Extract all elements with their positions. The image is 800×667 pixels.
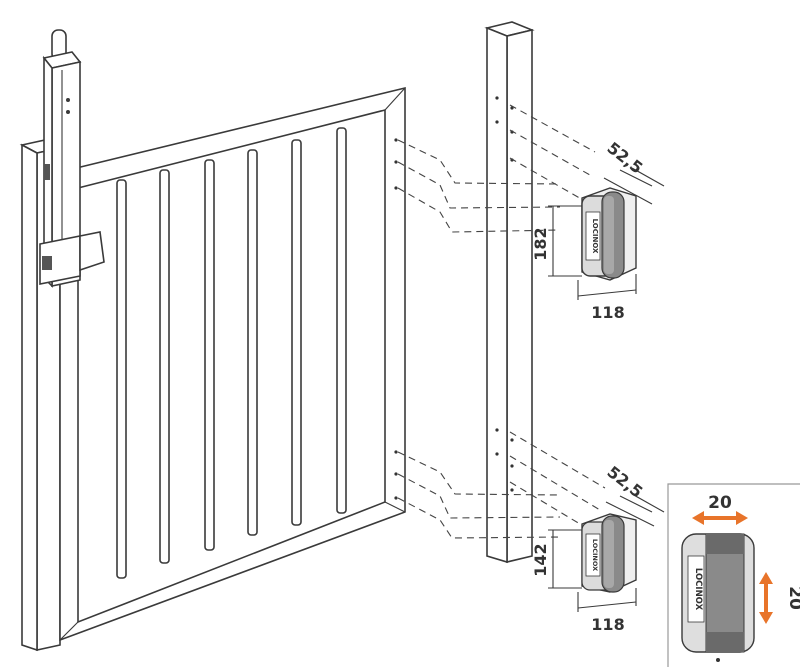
top-projection-lines (397, 104, 596, 233)
top-width-label: 118 (591, 303, 624, 322)
top-depth-label: 52,5 (604, 138, 647, 177)
right-post (484, 21, 535, 564)
bottom-depth-label: 52,5 (604, 462, 647, 501)
detail-width-label: 20 (708, 493, 732, 513)
detail-horizontal-arrow (692, 511, 748, 525)
detail-height-label: 20 (785, 586, 800, 610)
top-hinge-dimensions (548, 167, 665, 300)
gate-closer (39, 29, 105, 288)
gate-screw-holes (394, 138, 398, 500)
bottom-hinge-brand-label: LOCINOX (591, 539, 599, 571)
gate-bars (116, 127, 347, 579)
gate-frame (59, 86, 406, 642)
bottom-width-label: 118 (591, 615, 624, 634)
detail-inset: LOCINOX (667, 483, 800, 667)
top-height-label: 182 (531, 227, 550, 260)
detail-vertical-arrow (759, 572, 773, 624)
bottom-height-label: 142 (531, 543, 550, 576)
bottom-hinge-dimensions (548, 493, 665, 612)
top-hinge: LOCINOX (581, 187, 637, 281)
bottom-hinge: LOCINOX (581, 513, 637, 593)
top-hinge-brand-label: LOCINOX (591, 219, 599, 254)
bottom-projection-lines (397, 431, 606, 539)
detail-brand-label: LOCINOX (693, 568, 703, 611)
